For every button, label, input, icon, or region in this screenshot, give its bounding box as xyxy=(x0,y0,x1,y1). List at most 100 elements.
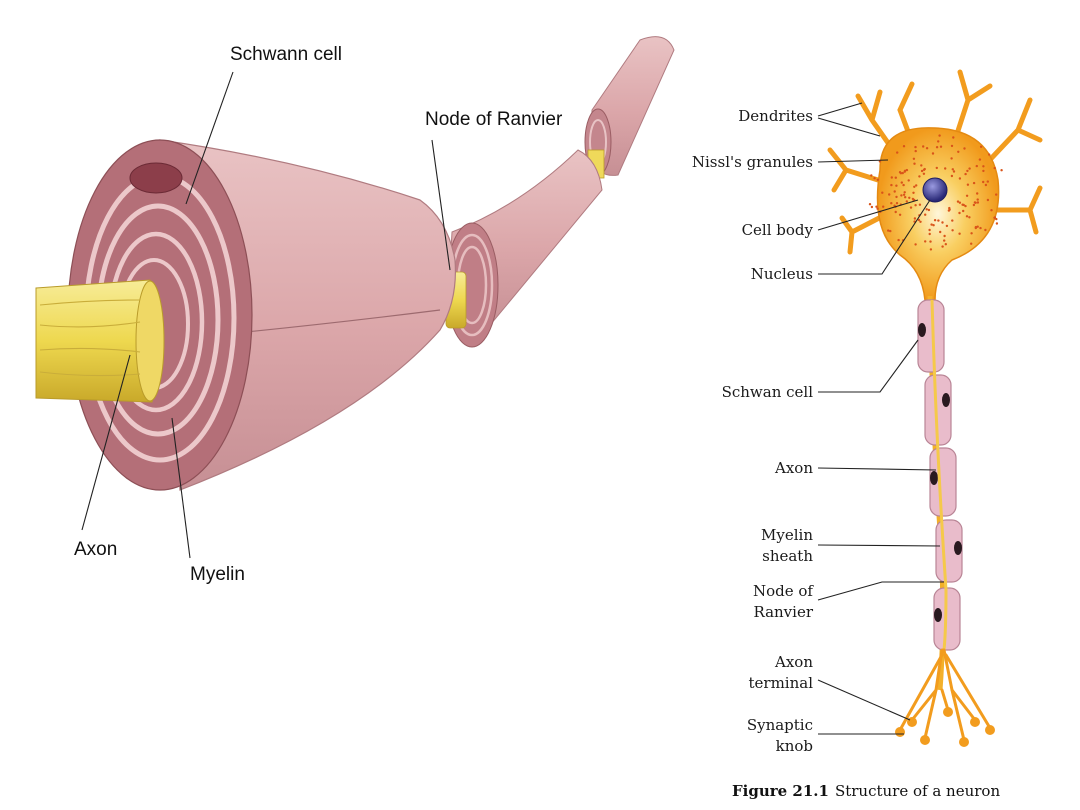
nissl-granule xyxy=(976,225,979,228)
nissl-granule xyxy=(882,205,885,208)
nissl-granule xyxy=(901,171,904,175)
axon-terminal-branches xyxy=(898,648,992,742)
nissl-granule xyxy=(929,248,933,251)
nissl-granule xyxy=(972,203,976,207)
nissl-granule xyxy=(978,158,982,161)
nissl-granule xyxy=(951,168,954,171)
nissl-granule xyxy=(990,209,993,212)
figure-caption-text: Structure of a neuron xyxy=(835,782,1001,800)
nissl-granule xyxy=(918,203,922,206)
nissl-granule xyxy=(895,184,898,187)
nissl-granule xyxy=(931,152,935,155)
nissl-granule xyxy=(920,169,924,173)
nissl-granule xyxy=(902,183,905,187)
nissl-granule xyxy=(935,166,938,170)
nissl-granule xyxy=(945,224,949,228)
figure-caption: Figure 21.1 Structure of a neuron xyxy=(732,782,1000,800)
nissl-granule xyxy=(878,160,882,163)
label-dendrites: Dendrites xyxy=(738,107,813,125)
nissl-granule xyxy=(898,171,902,174)
nissl-granule xyxy=(930,223,933,226)
nissl-granule xyxy=(917,218,921,222)
nissl-granule xyxy=(964,204,967,208)
nissl-granule xyxy=(958,211,961,215)
nissl-granule xyxy=(909,206,913,209)
nissl-granule xyxy=(902,193,906,196)
nissl-granule xyxy=(870,174,873,177)
nissl-granule xyxy=(912,191,915,194)
cell-body xyxy=(876,127,1000,301)
nissl-granule xyxy=(932,224,935,227)
nissl-granule xyxy=(982,180,985,184)
nissl-granule xyxy=(982,165,985,168)
axon-fiber-line-3 xyxy=(39,347,141,353)
nissl-granule xyxy=(941,245,944,248)
nissl-granule xyxy=(982,169,985,173)
nissl-granule xyxy=(939,230,942,234)
nissl-granule xyxy=(928,232,931,236)
nissl-granule xyxy=(897,238,900,242)
nissl-granule xyxy=(968,216,971,219)
nissl-granule xyxy=(988,153,991,156)
nissl-granule xyxy=(914,243,917,246)
nissl-granule xyxy=(966,169,969,173)
nissl-granule xyxy=(925,208,928,211)
figure-caption-number: Figure 21.1 xyxy=(732,782,829,800)
label-axon: Axon xyxy=(74,539,117,560)
nissl-granule xyxy=(993,216,997,219)
nissl-granule xyxy=(876,207,879,210)
nissl-granule xyxy=(924,240,927,243)
nissl-granule xyxy=(956,200,960,203)
nissl-granule xyxy=(962,209,965,213)
nissl-granule xyxy=(912,157,916,160)
right-leader-lines xyxy=(817,102,944,735)
nissl-granule xyxy=(914,204,917,207)
nissl-granule xyxy=(952,170,956,173)
nissl-granule xyxy=(976,201,980,204)
nissl-granule xyxy=(890,183,893,187)
schwann-nucleus xyxy=(129,162,183,194)
nissl-granule xyxy=(944,243,947,246)
nissl-granule xyxy=(933,219,937,222)
nissl-granule xyxy=(943,234,946,238)
nissl-granule xyxy=(984,228,987,232)
leader-node-of-ranvier xyxy=(431,139,451,271)
nissl-granule xyxy=(938,134,941,137)
nissl-granule xyxy=(890,176,893,179)
nissl-granule xyxy=(913,185,916,188)
axon-inner-line xyxy=(930,299,948,651)
leader-axon xyxy=(81,354,131,531)
label-synaptic-knob-line1: Synaptic xyxy=(747,716,813,734)
nissl-granule xyxy=(922,172,926,175)
nissl-granule xyxy=(972,181,976,185)
label-synaptic-knob-line2: knob xyxy=(776,737,813,755)
nissl-granule xyxy=(941,221,944,224)
label-nucleus: Nucleus xyxy=(751,265,813,283)
nissl-granule xyxy=(958,201,962,204)
nissl-granule xyxy=(986,198,990,202)
nissl-granule xyxy=(903,191,906,194)
nissl-granule xyxy=(928,228,931,232)
label-schwann-cell: Schwann cell xyxy=(230,44,342,65)
nissl-granule xyxy=(995,193,998,196)
nissl-granule xyxy=(923,167,926,171)
nissl-granule xyxy=(868,203,872,206)
nissl-granule xyxy=(875,205,878,208)
nissl-granule xyxy=(896,151,899,154)
nissl-granule xyxy=(970,242,973,245)
nissl-granule xyxy=(893,190,896,193)
nissl-granule xyxy=(913,162,916,165)
label-nissl-granules: Nissl's granules xyxy=(692,153,813,171)
nissl-granule xyxy=(951,229,954,232)
nissl-granule xyxy=(894,176,897,179)
nissl-granule xyxy=(965,194,969,197)
schwann-nuclei xyxy=(918,323,962,622)
nissl-granule xyxy=(895,195,898,199)
nissl-granule xyxy=(915,184,918,187)
nissl-granule xyxy=(984,183,988,187)
nissl-granule xyxy=(925,147,929,150)
nissl-granule xyxy=(965,215,969,218)
nissl-granule xyxy=(902,145,906,148)
nissl-granule xyxy=(944,167,947,170)
nissl-granule xyxy=(888,193,891,196)
